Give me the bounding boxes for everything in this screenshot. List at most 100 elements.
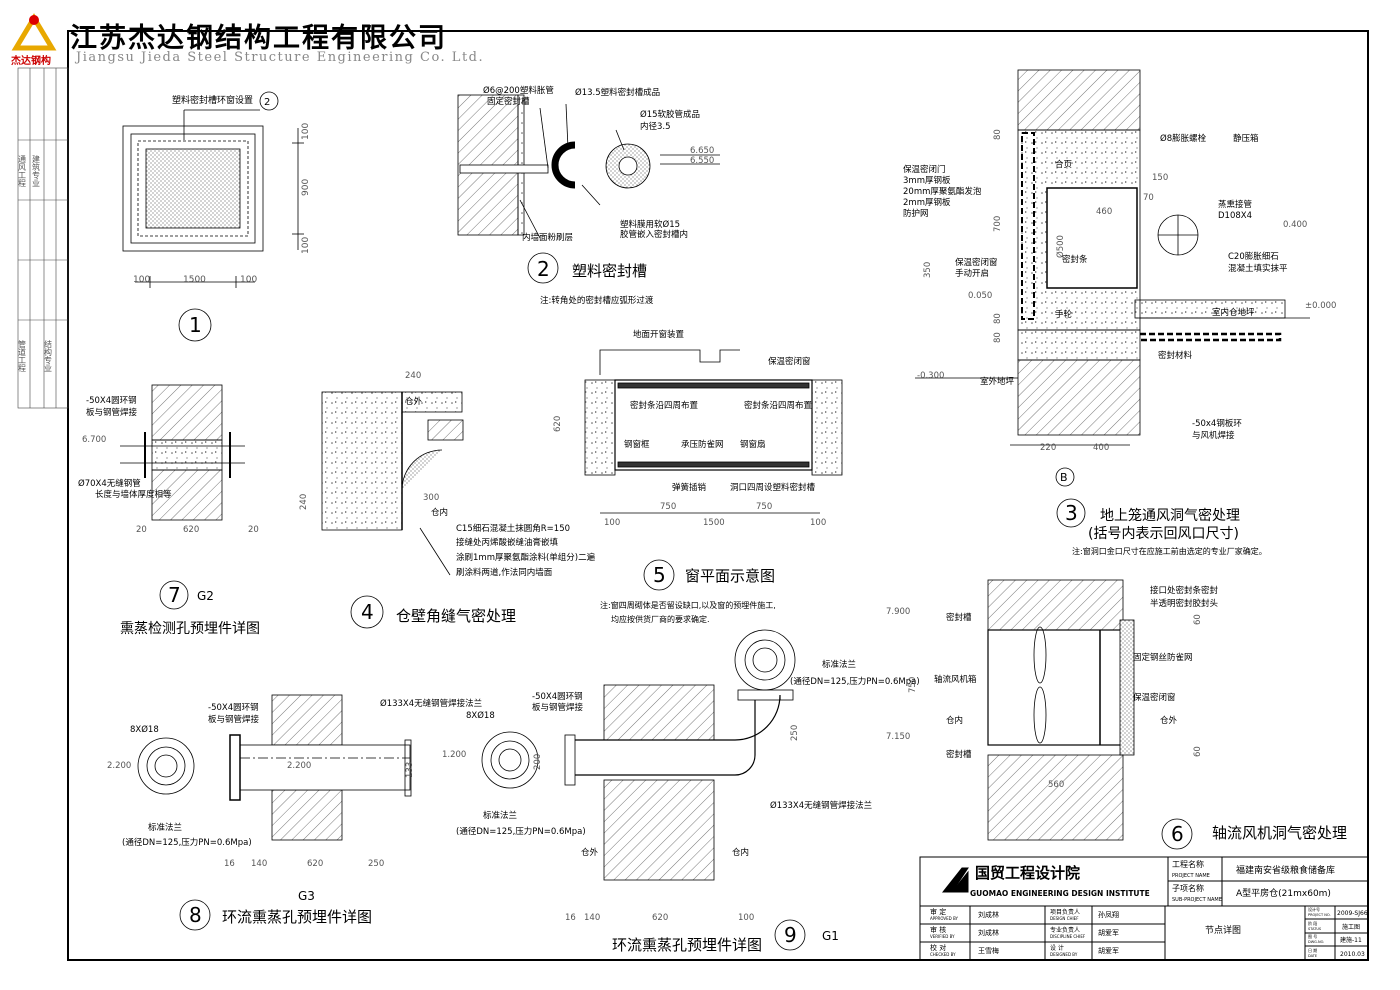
meta-2-label: 阶 段 [1308, 920, 1317, 926]
d4-label-3: C15细石混凝土抹圆角R=150 [456, 523, 570, 534]
d8-label-3: Ø133X4无缝钢管焊接法兰 [380, 698, 482, 709]
detail-6 [987, 579, 1193, 850]
sub-project-label-en: SUB-PROJECT NAME [1172, 897, 1222, 903]
d2-level-1: 6.650 [690, 146, 714, 156]
d3-dim-2: 700 [993, 216, 1003, 232]
detail-4 [321, 391, 464, 629]
detail-4-number: 4 [361, 600, 374, 624]
d7-dim-4: 20 [248, 525, 259, 535]
d8-dim-1: 2.200 [107, 761, 131, 771]
role-3-label: 校 对 [930, 943, 946, 952]
role2-2-label-en: DISCIPLINE CHIEF [1050, 934, 1086, 939]
margin-note-3: 管道工程 [18, 339, 27, 373]
detail-8-code: G3 [298, 889, 315, 903]
d8-dim-5: 140 [251, 859, 267, 869]
d9-label-6: (通径DN=125,压力PN=0.6Mpa) [456, 826, 586, 837]
d9-label-1: -50X4圆环钢 [532, 691, 583, 702]
d6-dim-2: 7.150 [886, 732, 910, 742]
d5-label-1: 地面开窗装置 [633, 329, 685, 340]
d3-dim-13: ±0.000 [1305, 301, 1336, 311]
d4-label-6: 刷涂料两道,作法同内墙面 [456, 567, 553, 578]
d3-dim-4: 80 [993, 332, 1003, 343]
d3-label-3: 20mm厚聚氨酯发泡 [903, 186, 982, 197]
d1-dim-2: 1500 [183, 275, 206, 285]
d9-dim-6: 100 [738, 913, 754, 923]
detail-7-title: 熏蒸检测孔预埋件详图 [120, 621, 260, 637]
role2-3-name: 胡爱军 [1098, 946, 1119, 955]
role2-1-name: 孙凤翔 [1098, 910, 1119, 919]
d7-dim-3: 20 [136, 525, 147, 535]
project-name: 福建南安省级粮食储备库 [1236, 864, 1335, 876]
d1-dim-1: 100 [133, 275, 150, 285]
role-1-label: 审 定 [930, 907, 946, 916]
d3-label-5: 防护网 [903, 208, 929, 219]
detail-7-code: G2 [197, 589, 214, 603]
d9-label-11: 仓内 [732, 847, 749, 858]
d3-dim-3: 80 [993, 313, 1003, 324]
d3-label-6: 保温密闭窗 [955, 257, 998, 268]
d4-dim-3: 300 [423, 493, 439, 503]
detail-5-note-1: 注:窗四周砌体是否留设缺口,以及窗的预埋件施工, [600, 600, 776, 610]
d4-dim-2: 240 [299, 494, 309, 510]
d3-dim-9: 220 [1040, 443, 1056, 453]
role2-2-name: 胡爱军 [1098, 928, 1119, 937]
d5-label-7: 钢窗扇 [740, 439, 766, 450]
logo-text: 杰达钢构 [11, 56, 51, 67]
detail-9-title: 环流熏蒸孔预埋件详图 [612, 936, 762, 954]
d3-dim-7: 460 [1096, 207, 1112, 217]
margin-note-1: 通风工程 [18, 154, 27, 188]
role2-1-label: 项目负责人 [1050, 908, 1080, 916]
detail-3-number: 3 [1065, 501, 1078, 525]
d3-label-11: 蒸熏接管 [1218, 199, 1252, 210]
detail-5-text: 地面开窗装置 保温密闭窗 密封条沿四周布置 密封条沿四周布置 钢窗框 承压防雀网… [553, 329, 826, 624]
d6-label-6: 保温密闭窗 [1133, 692, 1176, 703]
detail-1-text: 塑料密封槽环窗设置 2 100 1500 100 100 900 100 1 [133, 94, 311, 337]
d5-dim-4: 1500 [703, 518, 725, 528]
d1-dim-6: 100 [301, 237, 311, 254]
d6-dim-3: 750 [908, 677, 918, 693]
d3-label-8: Ø8膨胀螺栓 [1160, 133, 1207, 144]
role-2-label: 审 核 [930, 925, 946, 934]
detail-3 [915, 69, 1310, 528]
d3-label-13: C20膨胀细石 [1228, 251, 1279, 262]
d6-label-9: 密封槽 [946, 749, 972, 760]
d8-label-5: 标准法兰 [148, 822, 182, 833]
project-label-en: PROJECT NAME [1172, 873, 1210, 879]
detail-8-number: 8 [189, 903, 202, 927]
role2-2-label: 专业负责人 [1050, 926, 1080, 934]
d2-label-8: 内墙面粉刷层 [522, 232, 573, 243]
drawing-title: 节点详图 [1205, 924, 1241, 936]
d9-label-8: 标准法兰 [822, 659, 856, 670]
institute-name-en: GUOMAO ENGINEERING DESIGN INSTITUTE [970, 889, 1150, 898]
d9-label-5: 标准法兰 [483, 810, 517, 821]
detail-7 [120, 384, 245, 610]
d3-label-17: 室内仓地坪 [1212, 307, 1255, 318]
d3-label-16: 手轮 [1055, 309, 1073, 320]
d8-dim-2: 2.200 [287, 761, 311, 771]
d3-label-10: 合页 [1055, 159, 1072, 170]
role-1-label-en: APPROVED BY [930, 916, 959, 921]
d5-label-5: 钢窗框 [624, 439, 650, 450]
d3-label-21: 与风机焊接 [1192, 430, 1235, 441]
d9-label-7: Ø133X4无缝钢管焊接法兰 [770, 800, 872, 811]
detail-3-subtitle: (括号内表示回风口尺寸) [1088, 526, 1239, 542]
d6-dim-5: 60 [1193, 746, 1203, 757]
d5-label-9: 洞口四周设塑料密封槽 [730, 482, 816, 493]
d2-label-5: 内径3.5 [640, 121, 671, 132]
detail-2 [457, 94, 720, 284]
detail-5 [584, 349, 843, 591]
d7-label-1: -50X4圆环钢 [86, 395, 137, 406]
d2-level-2: 6.550 [690, 156, 714, 166]
d2-label-2: 固定密封槽 [487, 96, 530, 107]
detail-4-title: 仓壁角缝气密处理 [396, 607, 516, 625]
d8-label-2: 板与钢管焊接 [208, 714, 260, 725]
d3-dim-10: 400 [1093, 443, 1109, 453]
role-2-name: 刘成林 [978, 928, 999, 937]
detail-6-number: 6 [1171, 822, 1184, 846]
title-block [919, 856, 1369, 961]
d3-label-1: 保温密闭门 [903, 164, 946, 175]
d5-dim-5: 750 [756, 502, 772, 512]
detail-1 [122, 91, 304, 342]
d2-label-1: Ø6@200塑料胀管 [483, 85, 554, 96]
margin-note-4: 结构专业 [44, 339, 53, 372]
